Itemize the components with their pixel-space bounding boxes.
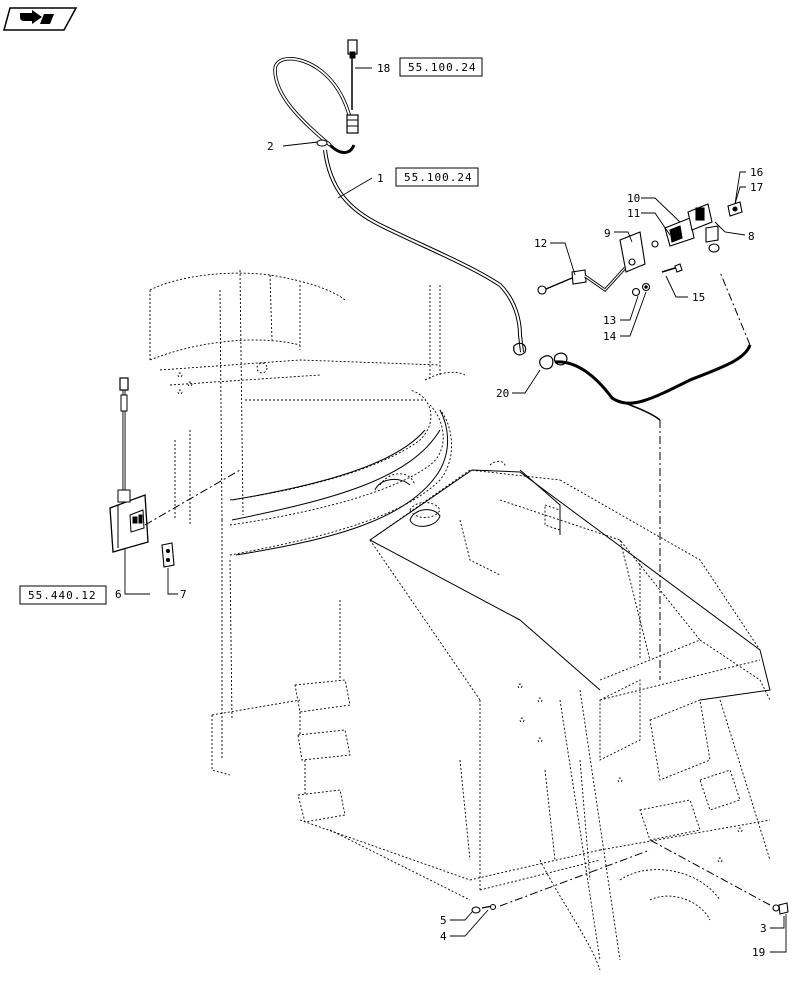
- callout-9: 9: [604, 227, 611, 240]
- ref-box-6[interactable]: 55.440.12: [19, 585, 107, 605]
- ref-18-label: 55.100.24: [408, 61, 477, 74]
- leader-lines: [124, 67, 787, 953]
- callout-labels: 18 1 2 6 7 12 9 10 11 8 16 17 13 14 15 2…: [115, 62, 767, 959]
- switch-assembly: [109, 377, 241, 553]
- callout-17: 17: [750, 181, 763, 194]
- harness-connector: [346, 39, 359, 134]
- tractor-body-outline: [149, 269, 771, 971]
- ref-1-label: 55.100.24: [404, 171, 473, 184]
- switch-bracket: [161, 542, 175, 568]
- bolt-3-19: [649, 839, 789, 915]
- next-page-arrow-icon: [20, 10, 54, 24]
- callout-7: 7: [180, 588, 187, 601]
- clips-20: [513, 342, 568, 370]
- callout-13: 13: [603, 314, 616, 327]
- next-page-button[interactable]: [3, 7, 78, 31]
- callout-18: 18: [377, 62, 390, 75]
- ref-6-label: 55.440.12: [28, 589, 97, 602]
- callout-20: 20: [496, 387, 509, 400]
- callout-14: 14: [603, 330, 617, 343]
- callout-10: 10: [627, 192, 640, 205]
- harness-cable: [273, 57, 752, 680]
- bolt-washer-4-5: [471, 849, 651, 914]
- callout-5: 5: [440, 914, 447, 927]
- sensor-linkage-group: [537, 201, 743, 297]
- tank-and-frame: [231, 409, 771, 701]
- callout-3: 3: [760, 922, 767, 935]
- callout-8: 8: [748, 230, 755, 243]
- callout-4: 4: [440, 930, 447, 943]
- callout-6: 6: [115, 588, 122, 601]
- callout-16: 16: [750, 166, 763, 179]
- callout-12: 12: [534, 237, 547, 250]
- callout-15: 15: [692, 291, 705, 304]
- ref-box-1[interactable]: 55.100.24: [395, 167, 479, 187]
- ref-box-18[interactable]: 55.100.24: [399, 57, 483, 77]
- callout-2: 2: [267, 140, 274, 153]
- callout-11: 11: [627, 207, 640, 220]
- callout-1: 1: [377, 172, 384, 185]
- callout-19: 19: [752, 946, 765, 959]
- cable-clip: [316, 139, 328, 147]
